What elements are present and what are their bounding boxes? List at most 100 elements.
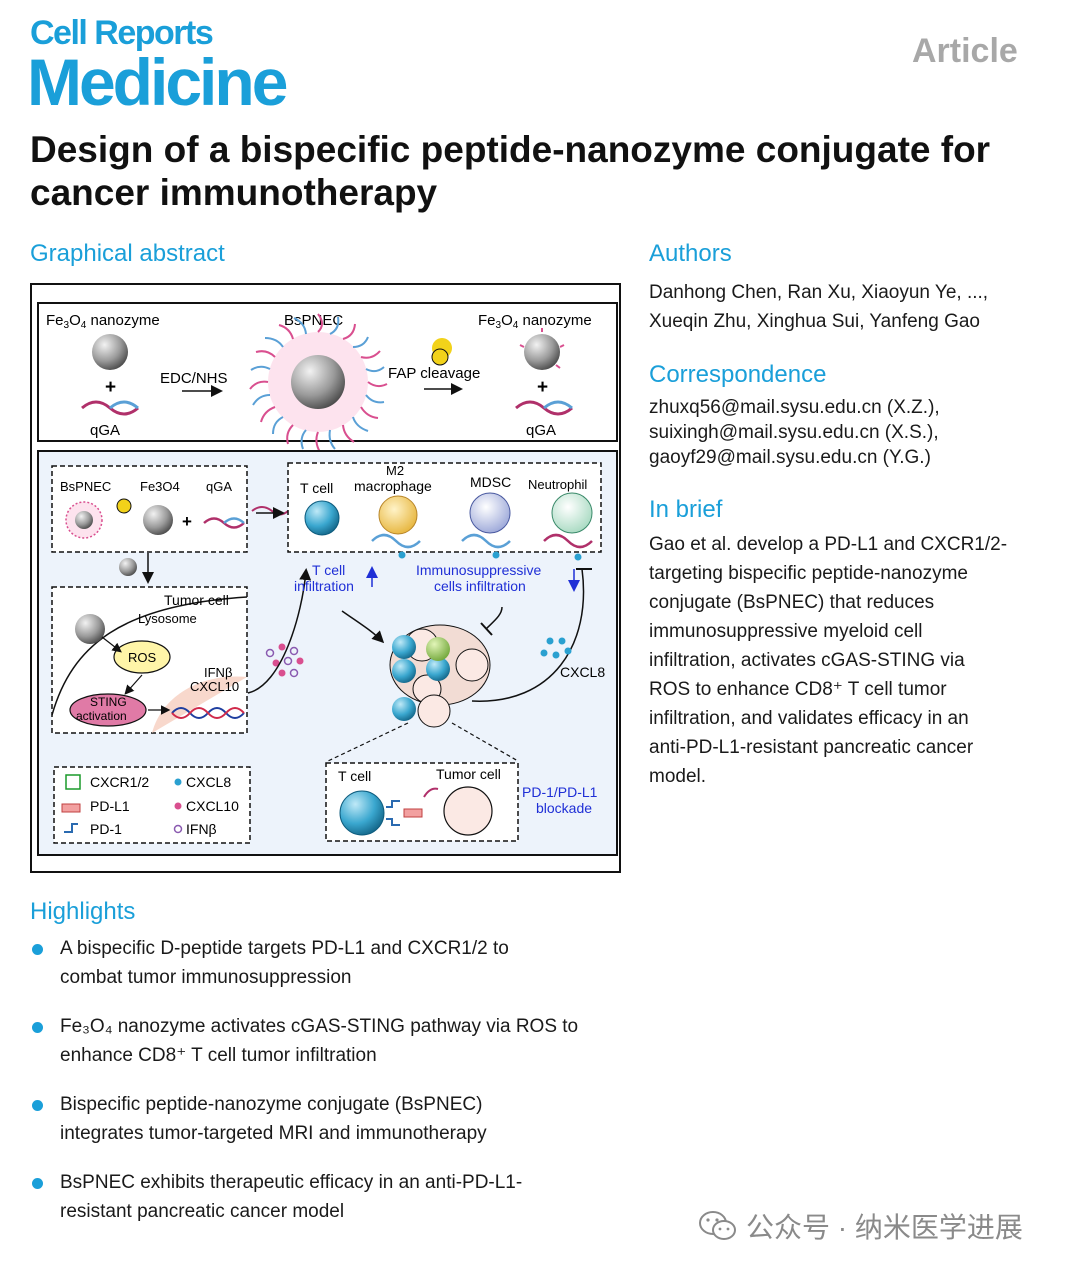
- qga-label-right: qGA: [526, 422, 556, 439]
- plus-right: +: [537, 377, 548, 398]
- highlight-item: BsPNEC exhibits therapeutic efficacy in …: [30, 1168, 640, 1226]
- svg-text:activation: activation: [76, 709, 127, 723]
- svg-text:infiltration: infiltration: [294, 578, 354, 594]
- t-cell-icon: [304, 500, 340, 536]
- journal-name-main: Medicine: [27, 45, 288, 119]
- highlight-line: resistant pancreatic cancer model: [60, 1201, 345, 1222]
- svg-text:Tumor cell: Tumor cell: [164, 592, 229, 608]
- authors-list: Danhong Chen, Ran Xu, Xiaoyun Ye, ..., X…: [649, 278, 988, 336]
- svg-text:CXCR1/2: CXCR1/2: [90, 774, 149, 790]
- fe3o4-label-right: Fe3O4 nanozyme: [478, 312, 592, 331]
- correspondence-emails: zhuxq56@mail.sysu.edu.cn (X.Z.), suixing…: [649, 395, 940, 470]
- bullet-icon: [32, 1022, 43, 1033]
- svg-text:blockade: blockade: [536, 800, 592, 816]
- bullet-icon: [32, 944, 43, 955]
- inset-tumor-cell: [443, 786, 493, 836]
- article-type-label: Article: [912, 32, 1018, 70]
- highlight-item: Fe₃O₄ nanozyme activates cGAS-STING path…: [30, 1012, 640, 1070]
- inset-t-cell: [339, 790, 385, 836]
- email-link[interactable]: gaoyf29@mail.sysu.edu.cn (Y.G.): [649, 447, 931, 468]
- graphical-abstract-svg: Fe3O4 nanozyme + qGA EDC/NHS BsPNEC: [37, 302, 618, 856]
- svg-text:STING: STING: [90, 695, 127, 709]
- wechat-icon: [699, 1211, 736, 1240]
- bullet-icon: [32, 1178, 43, 1189]
- in-brief-line: immunosuppressive myeloid cell: [649, 621, 923, 642]
- highlight-line: enhance CD8⁺ T cell tumor infiltration: [60, 1045, 377, 1066]
- svg-text:BsPNEC: BsPNEC: [60, 479, 111, 494]
- fe3o4-sphere-left: [92, 334, 128, 370]
- edc-nhs-label: EDC/NHS: [160, 370, 228, 387]
- in-brief-text: Gao et al. develop a PD-L1 and CXCR1/2- …: [649, 530, 1069, 791]
- highlight-item: A bispecific D-peptide targets PD-L1 and…: [30, 934, 640, 992]
- in-brief-line: anti-PD-L1-resistant pancreatic cancer: [649, 737, 974, 758]
- graphical-abstract-heading: Graphical abstract: [30, 240, 225, 267]
- highlight-line: BsPNEC exhibits therapeutic efficacy in …: [60, 1172, 523, 1193]
- in-brief-line: Gao et al. develop a PD-L1 and CXCR1/2-: [649, 534, 1008, 555]
- wechat-watermark: 公众号 · 纳米医学进展: [698, 1206, 1023, 1246]
- fap-enzyme-icon: [431, 348, 449, 366]
- svg-text:Fe3O4: Fe3O4: [140, 479, 180, 494]
- ros-burst: [113, 640, 171, 674]
- svg-text:cells infiltration: cells infiltration: [434, 578, 526, 594]
- highlight-line: A bispecific D-peptide targets PD-L1 and…: [60, 938, 509, 959]
- svg-text:CXCL10: CXCL10: [190, 679, 239, 694]
- svg-text:IFNβ: IFNβ: [204, 665, 232, 680]
- svg-text:CXCL8: CXCL8: [560, 664, 605, 680]
- journal-name-top: Cell Reports: [30, 14, 214, 52]
- authors-line: Xueqin Zhu, Xinghua Sui, Yanfeng Gao: [649, 311, 980, 332]
- fe3o4-sphere-right: [524, 334, 560, 370]
- svg-text:+: +: [182, 512, 192, 531]
- legend-box: [53, 766, 251, 844]
- correspondence-heading: Correspondence: [649, 361, 827, 388]
- svg-text:M2: M2: [386, 463, 404, 478]
- graphical-abstract-figure: Fe3O4 nanozyme + qGA EDC/NHS BsPNEC: [30, 283, 621, 873]
- bullet-icon: [32, 1100, 43, 1111]
- svg-text:PD-L1: PD-L1: [90, 798, 130, 814]
- highlight-item: Bispecific peptide-nanozyme conjugate (B…: [30, 1090, 640, 1148]
- in-brief-line: infiltration, and validates efficacy in …: [649, 708, 969, 729]
- highlights-list: A bispecific D-peptide targets PD-L1 and…: [30, 934, 640, 1246]
- svg-text:ROS: ROS: [128, 650, 157, 665]
- svg-text:T cell: T cell: [312, 562, 345, 578]
- neutrophil-icon: [551, 492, 593, 534]
- svg-text:CXCL10: CXCL10: [186, 798, 239, 814]
- highlights-heading: Highlights: [30, 898, 136, 925]
- sting-activation: [69, 693, 147, 727]
- in-brief-heading: In brief: [649, 496, 723, 523]
- svg-text:Lysosome: Lysosome: [138, 611, 197, 626]
- watermark-text: 公众号 · 纳米医学进展: [746, 1212, 1023, 1243]
- svg-text:Immunosuppressive: Immunosuppressive: [416, 562, 541, 578]
- highlight-line: combat tumor immunosuppression: [60, 967, 352, 988]
- bspnec-label-top: BsPNEC: [284, 312, 343, 329]
- bspnec-particle-top: [249, 313, 388, 453]
- in-brief-line: model.: [649, 766, 707, 787]
- qga-label-left: qGA: [90, 422, 120, 439]
- fap-cleavage-label: FAP cleavage: [388, 365, 480, 382]
- email-link[interactable]: suixingh@mail.sysu.edu.cn (X.S.),: [649, 422, 939, 443]
- m2-macrophage-icon: [378, 495, 418, 535]
- in-brief-line: infiltration, activates cGAS-STING via: [649, 650, 965, 671]
- mdsc-icon: [469, 492, 511, 534]
- svg-text:T cell: T cell: [300, 480, 333, 496]
- article-title: Design of a bispecific peptide-nanozyme …: [30, 129, 991, 213]
- in-brief-line: conjugate (BsPNEC) that reduces: [649, 592, 935, 613]
- plus-left: +: [105, 377, 116, 398]
- highlight-line: Bispecific peptide-nanozyme conjugate (B…: [60, 1094, 483, 1115]
- svg-text:Tumor cell: Tumor cell: [436, 766, 501, 782]
- lysosome-particle: [75, 614, 105, 644]
- svg-text:CXCL8: CXCL8: [186, 774, 231, 790]
- fe3o4-label-left: Fe3O4 nanozyme: [46, 312, 160, 331]
- authors-heading: Authors: [649, 240, 732, 267]
- svg-text:IFNβ: IFNβ: [186, 821, 217, 837]
- cytokine-dots-left: [265, 643, 304, 678]
- highlight-line: Fe₃O₄ nanozyme activates cGAS-STING path…: [60, 1016, 579, 1037]
- email-link[interactable]: zhuxq56@mail.sysu.edu.cn (X.Z.),: [649, 397, 940, 418]
- tumor-cluster: [341, 606, 503, 728]
- svg-text:qGA: qGA: [206, 479, 232, 494]
- in-brief-line: targeting bispecific peptide-nanozyme: [649, 563, 968, 584]
- svg-text:MDSC: MDSC: [470, 474, 511, 490]
- svg-text:Neutrophil: Neutrophil: [528, 477, 587, 492]
- highlight-line: integrates tumor-targeted MRI and immuno…: [60, 1123, 487, 1144]
- svg-text:macrophage: macrophage: [354, 478, 432, 494]
- svg-text:PD-1/PD-L1: PD-1/PD-L1: [522, 784, 598, 800]
